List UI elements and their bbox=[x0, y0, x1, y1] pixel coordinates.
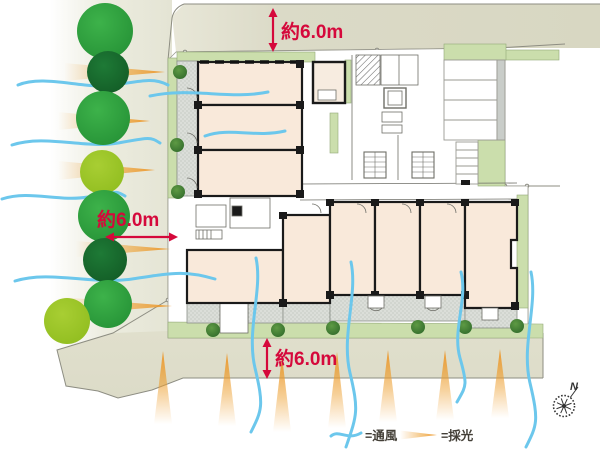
compass-north-label: N bbox=[570, 381, 579, 393]
compass: N bbox=[552, 381, 579, 418]
dimension-west-label: 約6.0m bbox=[97, 208, 159, 231]
building bbox=[167, 43, 560, 339]
dimension-north-label: 約6.0m bbox=[281, 20, 343, 43]
street-trees bbox=[170, 65, 524, 337]
arrowhead-up-icon bbox=[268, 8, 278, 17]
arrowhead-up-icon bbox=[262, 338, 272, 347]
dimension-south: 約6.0m bbox=[262, 338, 337, 379]
dimension-south-label: 約6.0m bbox=[275, 347, 337, 370]
legend-wind-label: =通風 bbox=[365, 428, 398, 443]
south-units bbox=[185, 200, 519, 310]
entrance-porch bbox=[219, 302, 249, 334]
dimension-north: 約6.0m bbox=[268, 8, 343, 52]
north-road bbox=[172, 4, 600, 52]
south-wall-piers bbox=[279, 199, 519, 310]
arrowhead-left-icon bbox=[105, 232, 114, 242]
arrowhead-down-icon bbox=[268, 43, 278, 52]
planting-strips bbox=[167, 43, 560, 339]
northwest-units bbox=[186, 60, 304, 198]
northeast-room-closet bbox=[317, 89, 337, 101]
parking-area bbox=[443, 59, 506, 185]
core-area bbox=[195, 54, 518, 334]
daylight-cone-icon bbox=[400, 430, 437, 440]
wall-piers bbox=[194, 60, 304, 198]
wind-line-icon bbox=[329, 431, 363, 438]
dimension-west: 約6.0m bbox=[97, 208, 178, 242]
south-unit-doors bbox=[311, 203, 499, 321]
arrowhead-down-icon bbox=[262, 370, 272, 379]
bicycle-parking bbox=[455, 141, 479, 185]
balcony-doors bbox=[186, 87, 198, 189]
legend-light-label: =採光 bbox=[441, 428, 474, 443]
south-road bbox=[57, 331, 543, 398]
west-trees bbox=[44, 3, 133, 344]
arrowhead-right-icon bbox=[169, 232, 178, 242]
legend: =通風 =採光 bbox=[329, 428, 474, 443]
